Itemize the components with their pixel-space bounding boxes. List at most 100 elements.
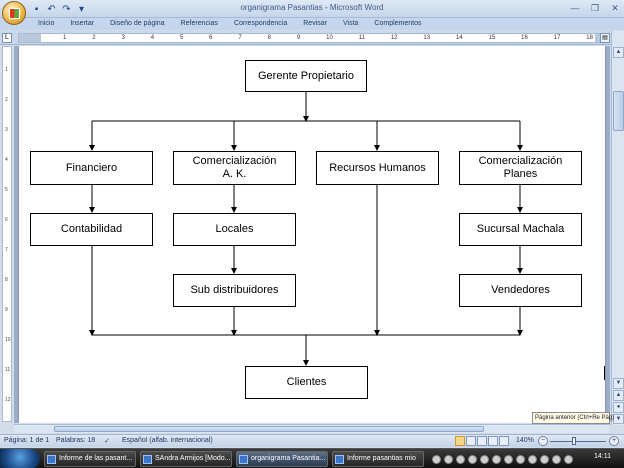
proofing-icon[interactable]: ✓ [104,438,110,445]
clock: 14:11 [594,453,611,460]
media-next-icon[interactable] [480,454,489,464]
web-layout-view-icon[interactable] [477,436,487,446]
vertical-scrollbar[interactable]: ▲ ▼ ▲ ● ▼ [611,31,624,425]
horizontal-scrollbar[interactable] [14,424,610,433]
org-chart-connectors [89,91,523,366]
vertical-ruler-number: 7 [5,247,8,253]
taskbar-item-informe-pasantias-mio[interactable]: Informe pasantias mio [332,451,424,467]
title-bar: ▪ ↶ ↷ ▾ organigrama Pasantias - Microsof… [0,0,624,18]
ruler-number: 7 [238,35,242,41]
next-page-icon[interactable]: ▼ [613,414,624,424]
ruler-number: 18 [586,35,593,41]
ruler-number: 16 [521,35,528,41]
org-node-sucursal-machala[interactable]: Sucursal Machala [459,213,582,246]
tab-complementos[interactable]: Complementos [374,20,422,27]
vertical-scroll-thumb[interactable] [613,91,624,131]
org-node-sub-distribuidores[interactable]: Sub distribuidores [173,274,296,307]
full-screen-reading-view-icon[interactable] [466,436,476,446]
language-icon[interactable] [432,454,441,464]
status-language[interactable]: Español (alfab. internacional) [122,437,213,444]
ruler-number: 15 [488,35,496,41]
media-previous-icon[interactable] [468,454,477,464]
taskbar-item-informe-pasantias[interactable]: Informe de las pasant... [44,451,136,467]
maximize-icon[interactable]: ❐ [590,3,600,13]
undo-icon[interactable]: ↶ [47,3,56,15]
org-node-financiero[interactable]: Financiero [30,151,153,185]
office-button[interactable] [2,1,26,25]
org-node-contabilidad[interactable]: Contabilidad [30,213,153,246]
antivirus-icon[interactable] [516,454,525,464]
tab-vista[interactable]: Vista [342,20,359,27]
tooltip: Página anterior (Ctrl+Re Pág) [532,412,614,424]
taskbar-item-sandra-armijos[interactable]: SAndra Armijos [Modo... [140,451,232,467]
print-layout-view-icon[interactable] [455,436,465,446]
scroll-down-icon[interactable]: ▼ [613,378,624,389]
view-buttons [455,436,509,446]
network-icon[interactable] [504,454,513,464]
safely-remove-icon[interactable] [540,454,549,464]
update-icon[interactable] [528,454,537,464]
text-cursor [604,366,605,380]
vertical-ruler-number: 1 [5,67,8,73]
ruler-number: 17 [553,35,561,41]
ruler-number: 2 [92,35,96,41]
document-area[interactable]: Gerente Propietario Financiero Comercial… [14,46,610,423]
tab-diseno-de-pagina[interactable]: Diseño de página [110,20,165,27]
org-node-gerente-propietario[interactable]: Gerente Propietario [245,60,367,92]
display-icon[interactable] [564,454,573,464]
zoom-out-icon[interactable]: − [538,436,548,446]
org-node-comercializacion-planes[interactable]: Comercialización Planes [459,151,582,185]
scroll-up-icon[interactable]: ▲ [613,47,624,58]
draft-view-icon[interactable] [499,436,509,446]
customize-icon[interactable]: ▾ [78,3,85,15]
vertical-ruler-number: 9 [5,307,8,313]
select-browse-object-icon[interactable]: ● [613,402,624,413]
start-button[interactable] [0,449,40,468]
media-stop-icon[interactable] [456,454,465,464]
tab-insertar[interactable]: Insertar [70,20,95,27]
zoom-slider[interactable] [550,441,606,442]
zoom-slider-knob[interactable] [572,437,576,445]
org-node-recursos-humanos[interactable]: Recursos Humanos [316,151,439,185]
volume-icon[interactable] [492,454,501,464]
org-node-comercializacion-ak[interactable]: Comercialización A. K. [173,151,296,185]
word-icon [143,455,152,464]
org-node-locales[interactable]: Locales [173,213,296,246]
ruler-number: 3 [121,35,125,41]
tab-inicio[interactable]: Inicio [38,20,55,27]
previous-page-icon[interactable]: ▲ [613,390,624,401]
zoom-in-icon[interactable]: + [609,436,619,446]
org-node-clientes[interactable]: Clientes [245,366,368,399]
org-node-vendedores[interactable]: Vendedores [459,274,582,307]
vertical-ruler-number: 5 [5,187,8,193]
outline-view-icon[interactable] [488,436,498,446]
view-ruler-button[interactable]: ▤ [600,33,610,43]
vertical-ruler-number: 2 [5,97,8,103]
document-page[interactable]: Gerente Propietario Financiero Comercial… [18,46,606,423]
vertical-ruler-number: 12 [5,397,11,403]
close-icon[interactable]: ✕ [611,3,619,13]
media-play-icon[interactable] [444,454,453,464]
tab-selector[interactable]: L [2,33,12,43]
redo-icon[interactable]: ↷ [62,3,71,15]
status-page[interactable]: Página: 1 de 1 [4,437,50,444]
ribbon-tabs: Inicio Insertar Diseño de página Referen… [0,18,624,30]
tab-revisar[interactable]: Revisar [303,20,327,27]
tab-referencias[interactable]: Referencias [180,20,218,27]
zoom-level[interactable]: 140% [516,437,534,444]
ruler-number: 11 [358,35,365,41]
ruler-number: 1 [63,35,67,41]
status-words[interactable]: Palabras: 18 [56,437,96,444]
minimize-icon[interactable]: — [570,3,580,13]
ruler-number: 12 [390,35,398,41]
word-icon [47,455,56,464]
messenger-icon[interactable] [552,454,561,464]
save-icon[interactable]: ▪ [34,3,39,15]
tab-correspondencia[interactable]: Correspondencia [233,20,288,27]
horizontal-scroll-thumb[interactable] [54,426,484,432]
taskbar-item-organigrama[interactable]: organigrama Pasantia... [236,451,328,467]
